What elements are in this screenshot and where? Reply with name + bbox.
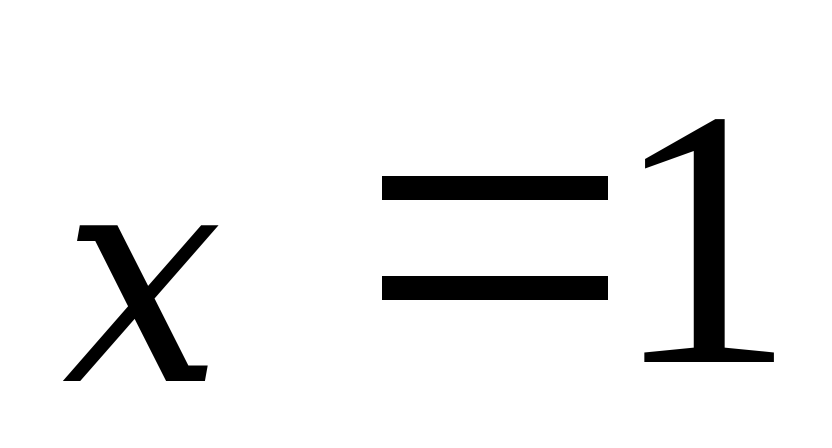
equals-sign: = <box>382 170 608 300</box>
variable-x: x <box>62 103 223 448</box>
value-one: 1 <box>612 34 796 442</box>
equals-text: = <box>382 170 383 171</box>
equals-top-bar <box>382 176 608 200</box>
equals-bottom-bar <box>382 276 608 300</box>
